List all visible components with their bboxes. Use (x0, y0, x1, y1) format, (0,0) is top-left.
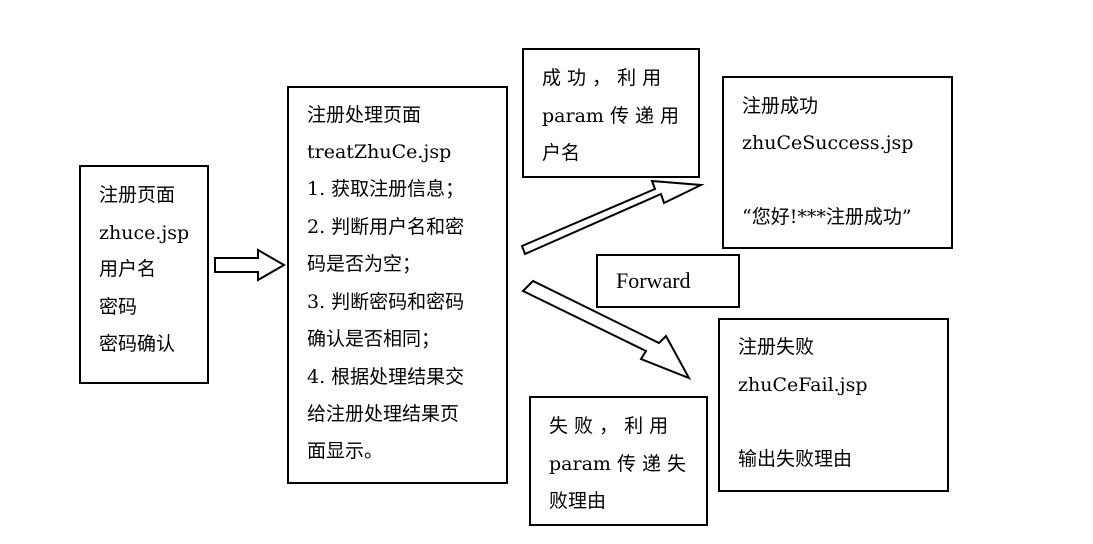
success-page-title: 注册成功 (742, 95, 819, 117)
forward-label-box: Forward (596, 254, 740, 308)
fail-note-line: param 传 递 失 (549, 453, 687, 475)
register-page-box: 注册页面 zhuce.jsp 用户名 密码 密码确认 (79, 165, 209, 384)
treat-page-file: treatZhuCe.jsp (307, 141, 452, 163)
success-note-line: 户名 (542, 142, 581, 164)
register-page-title: 注册页面 (99, 184, 176, 206)
success-page-box: 注册成功 zhuCeSuccess.jsp “您好!***注册成功” (722, 76, 953, 249)
fail-page-file: zhuCeFail.jsp (738, 374, 868, 396)
treat-step-line: 码是否为空； (307, 253, 422, 275)
success-page-file: zhuCeSuccess.jsp (742, 132, 914, 154)
fail-note-line: 失 败 ， 利 用 (549, 415, 669, 437)
treat-step-line: 给注册处理结果页 (307, 403, 460, 425)
treat-step-line: 1. 获取注册信息； (307, 178, 465, 200)
treat-step-line: 确认是否相同； (307, 328, 441, 350)
fail-page-message: 输出失败理由 (738, 448, 853, 470)
field-password: 密码 (99, 296, 138, 318)
arrow-register-to-treat (214, 248, 287, 282)
success-page-message: “您好!***注册成功” (742, 206, 912, 228)
treat-step-line: 3. 判断密码和密码 (307, 291, 465, 313)
field-username: 用户名 (99, 258, 157, 280)
success-note-line: param 传 递 用 (542, 105, 680, 127)
success-note-line: 成 功 ， 利 用 (542, 67, 662, 89)
treat-step-line: 4. 根据处理结果交 (307, 366, 465, 388)
fail-note-box: 失 败 ， 利 用 param 传 递 失 败理由 (529, 396, 708, 526)
register-page-file: zhuce.jsp (99, 222, 190, 244)
treat-page-title: 注册处理页面 (307, 104, 422, 126)
treat-step-line: 2. 判断用户名和密 (307, 216, 465, 238)
field-password-confirm: 密码确认 (99, 333, 176, 355)
fail-note-line: 败理由 (549, 490, 607, 512)
forward-label: Forward (616, 268, 691, 293)
arrow-treat-to-success (520, 179, 705, 256)
fail-page-box: 注册失败 zhuCeFail.jsp 输出失败理由 (718, 318, 949, 492)
treat-page-box: 注册处理页面 treatZhuCe.jsp 1. 获取注册信息； 2. 判断用户… (287, 86, 508, 484)
treat-step-line: 面显示。 (307, 440, 384, 462)
arrow-treat-to-fail (521, 279, 692, 380)
fail-page-title: 注册失败 (738, 336, 815, 358)
success-note-box: 成 功 ， 利 用 param 传 递 用 户名 (522, 48, 700, 178)
